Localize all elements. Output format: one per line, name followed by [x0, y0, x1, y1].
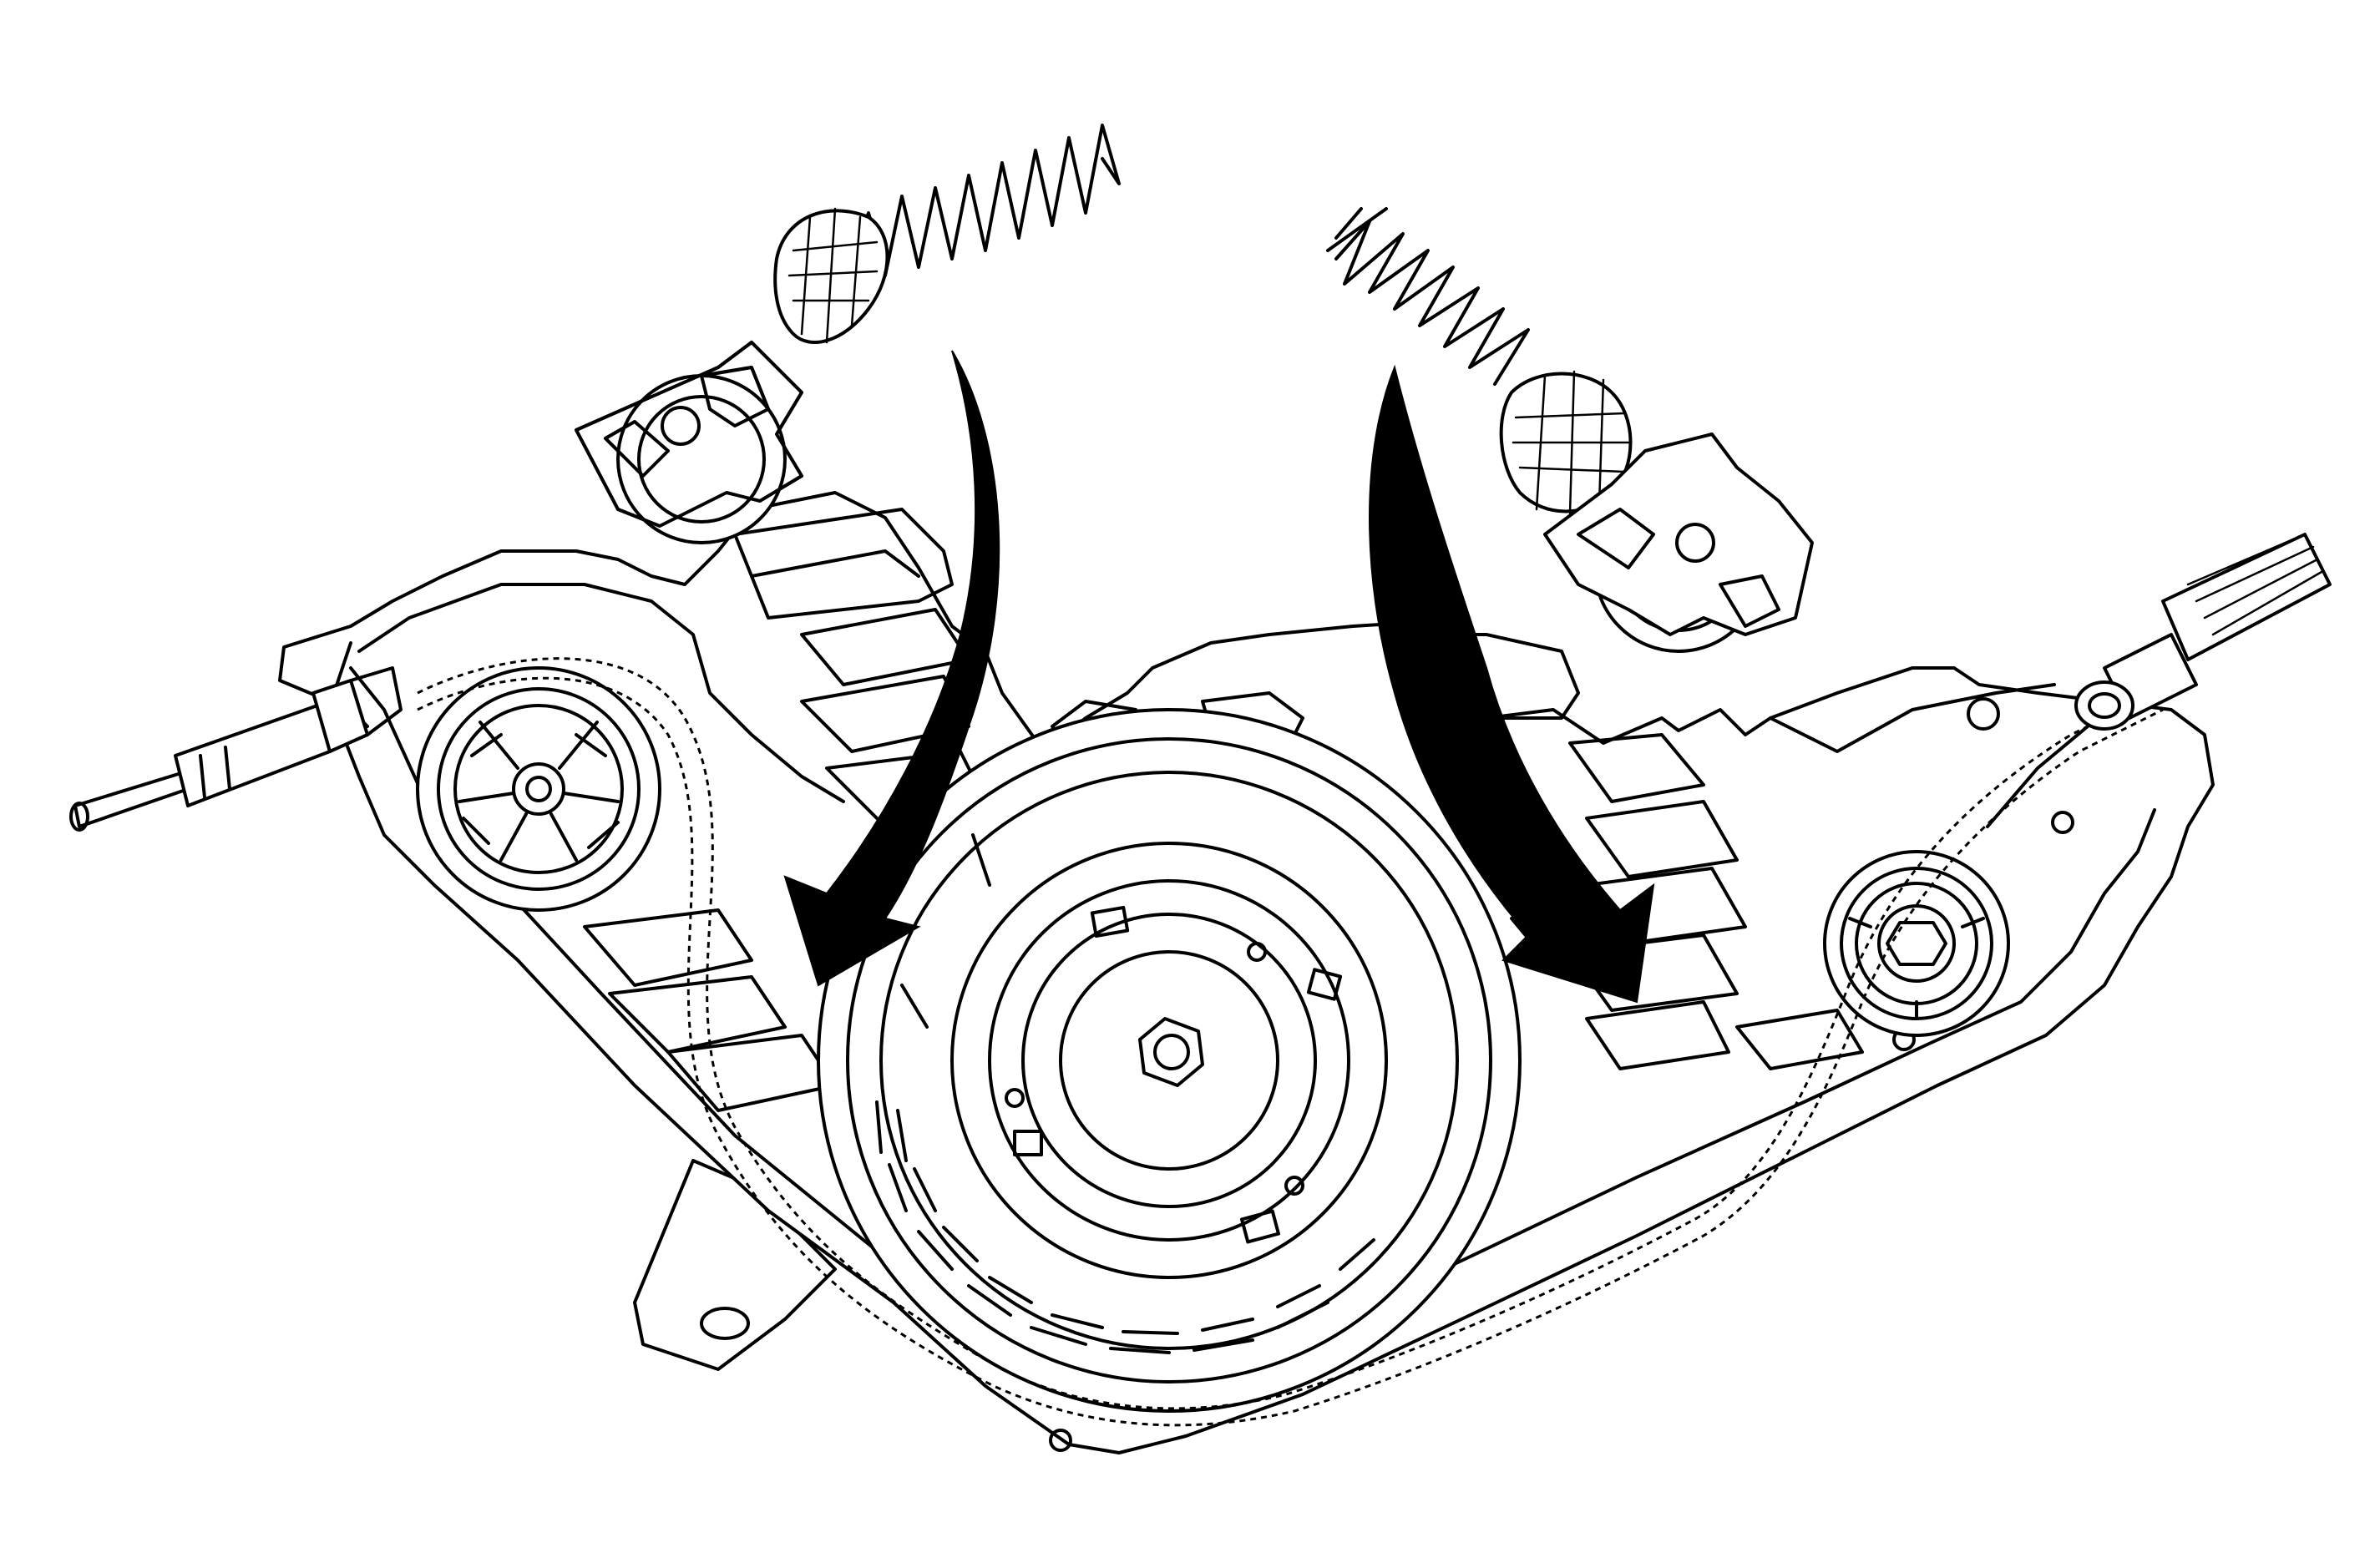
clutch-pulley	[817, 708, 1534, 1413]
right-arrow	[1369, 364, 1655, 1004]
drive-belt	[417, 657, 2164, 1427]
left-idler-pulley	[416, 666, 661, 912]
left-cable	[69, 666, 403, 832]
left-arrow	[783, 350, 1000, 987]
right-cable	[1986, 533, 2332, 828]
right-spring-assembly	[1326, 207, 1814, 653]
right-idler-pulley	[1823, 850, 2010, 1037]
left-spring-assembly	[575, 124, 1121, 544]
